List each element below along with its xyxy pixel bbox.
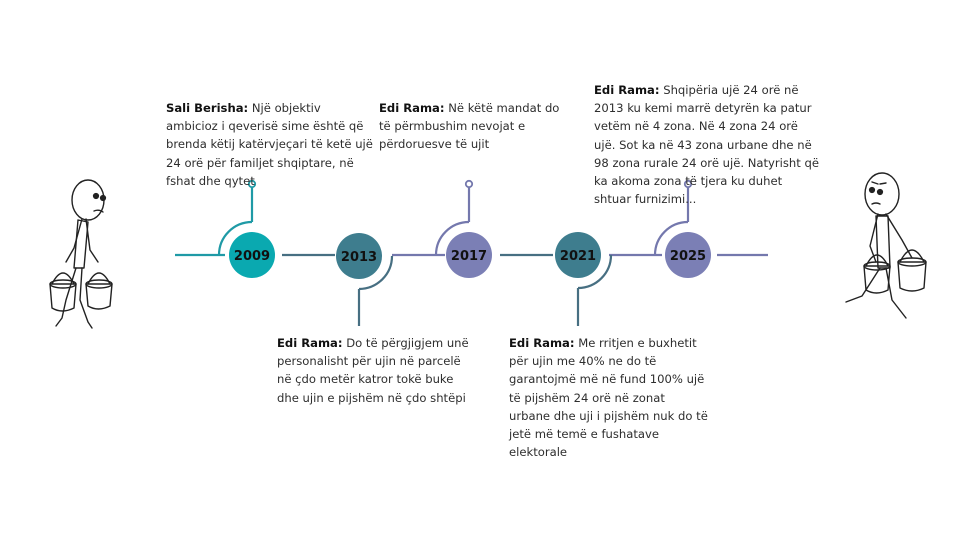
quote-2025-text: Shqipëria ujë 24 orë në 2013 ku kemi mar… <box>594 83 819 207</box>
left-figure-carrying-buckets <box>49 179 113 329</box>
year-node-2021 <box>555 232 601 278</box>
year-label-2017: 2017 <box>451 249 487 264</box>
node-arc-2013 <box>358 255 394 291</box>
node-arc-2025 <box>653 220 689 256</box>
node-stem-dot-2009 <box>247 179 257 189</box>
node-arc-2017 <box>434 220 470 256</box>
node-arc-2021 <box>577 254 613 290</box>
quote-2017-text: Në këtë mandat do të përmbushim nevojat … <box>379 101 560 152</box>
quote-2025-speaker: Edi Rama: <box>594 83 660 97</box>
year-node-2025 <box>665 232 711 278</box>
year-label-2025: 2025 <box>670 249 706 264</box>
year-node-2017 <box>446 232 492 278</box>
year-label-2009: 2009 <box>234 249 270 264</box>
quote-2009: Sali Berisha: Një objektiv ambicioz i qe… <box>166 99 376 190</box>
quote-2013-speaker: Edi Rama: <box>277 336 343 350</box>
quote-2025: Edi Rama: Shqipëria ujë 24 orë në 2013 k… <box>594 81 819 208</box>
year-label-2013: 2013 <box>341 250 377 265</box>
quote-2021: Edi Rama: Me rritjen e buxhetit për ujin… <box>509 334 709 461</box>
quote-2021-text: Me rritjen e buxhetit për ujin me 40% ne… <box>509 336 708 460</box>
quote-2009-speaker: Sali Berisha: <box>166 101 249 115</box>
year-node-2013 <box>336 233 382 279</box>
quote-2013-text: Do të përgjigjem unë personalisht për uj… <box>277 336 469 405</box>
quote-2017: Edi Rama: Në këtë mandat do të përmbushi… <box>379 99 564 154</box>
timeline-track: 2009 2013 2017 2021 2025 <box>175 179 768 326</box>
node-stem-dot-2025 <box>683 179 693 189</box>
quote-2009-text: Një objektiv ambicioz i qeverisë sime ës… <box>166 101 373 188</box>
quote-2013: Edi Rama: Do të përgjigjem unë personali… <box>277 334 472 407</box>
node-arc-2009 <box>217 220 253 256</box>
right-figure-carrying-buckets <box>845 172 927 319</box>
year-node-2009 <box>229 232 275 278</box>
year-label-2021: 2021 <box>560 249 596 264</box>
quote-2017-speaker: Edi Rama: <box>379 101 445 115</box>
quote-2021-speaker: Edi Rama: <box>509 336 575 350</box>
node-stem-dot-2017 <box>464 179 474 189</box>
